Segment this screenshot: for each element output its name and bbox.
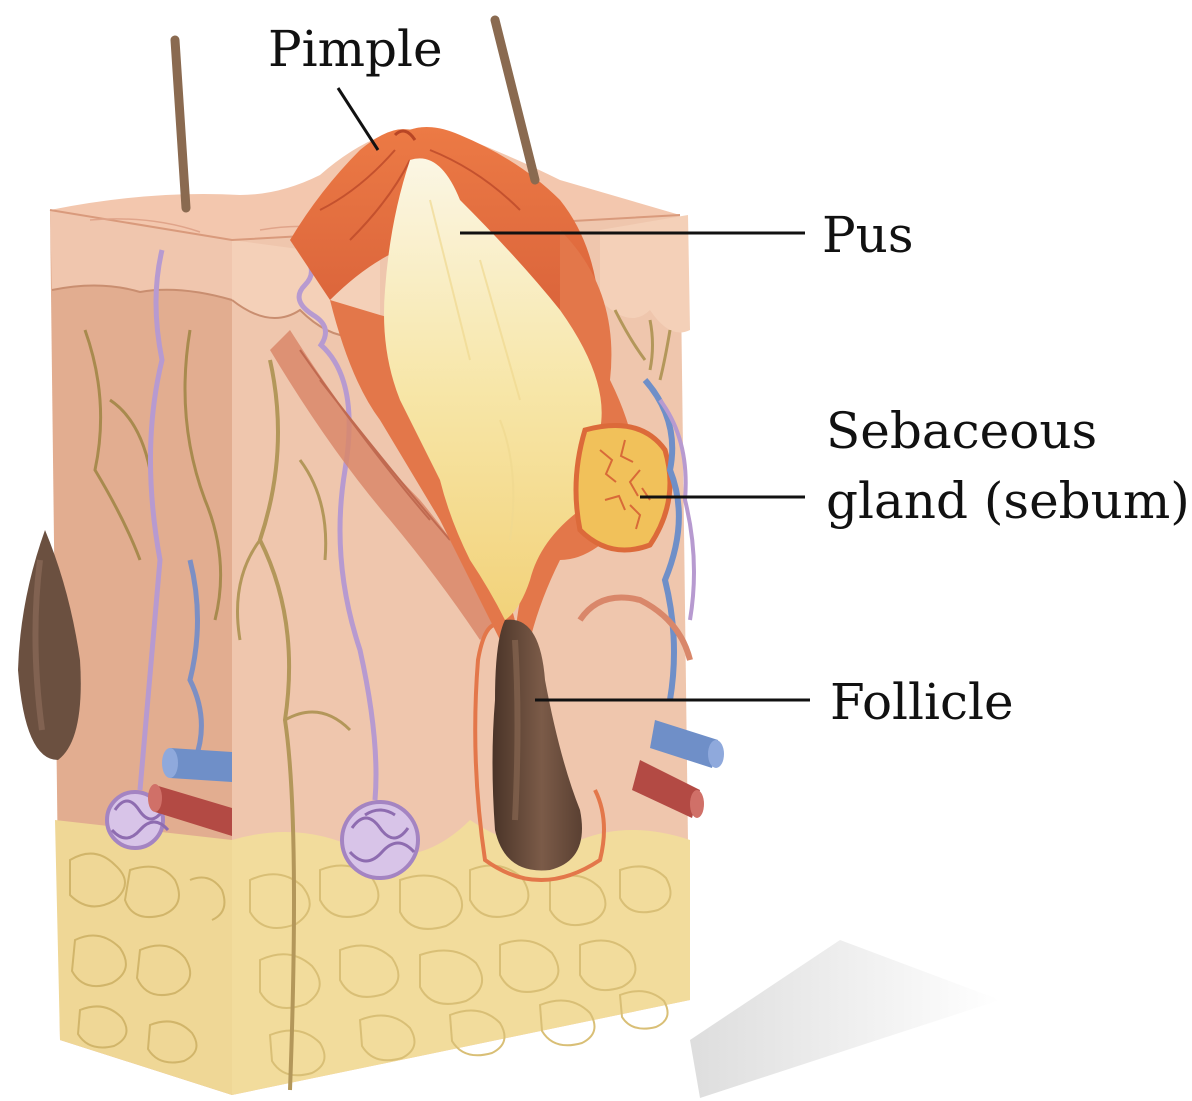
- sebaceous-label-line1: Sebaceous: [826, 402, 1097, 460]
- pimple-label: Pimple: [268, 20, 443, 78]
- floor-shadow: [690, 940, 1000, 1098]
- hair-left: [175, 40, 186, 208]
- sebaceous-label-line2: gland (sebum): [826, 472, 1190, 530]
- follicle-label: Follicle: [830, 673, 1014, 731]
- pus-label: Pus: [822, 206, 914, 264]
- sebaceous-gland: [576, 426, 670, 551]
- left-side-face: [18, 210, 232, 1095]
- pimple-leader-line: [338, 88, 378, 150]
